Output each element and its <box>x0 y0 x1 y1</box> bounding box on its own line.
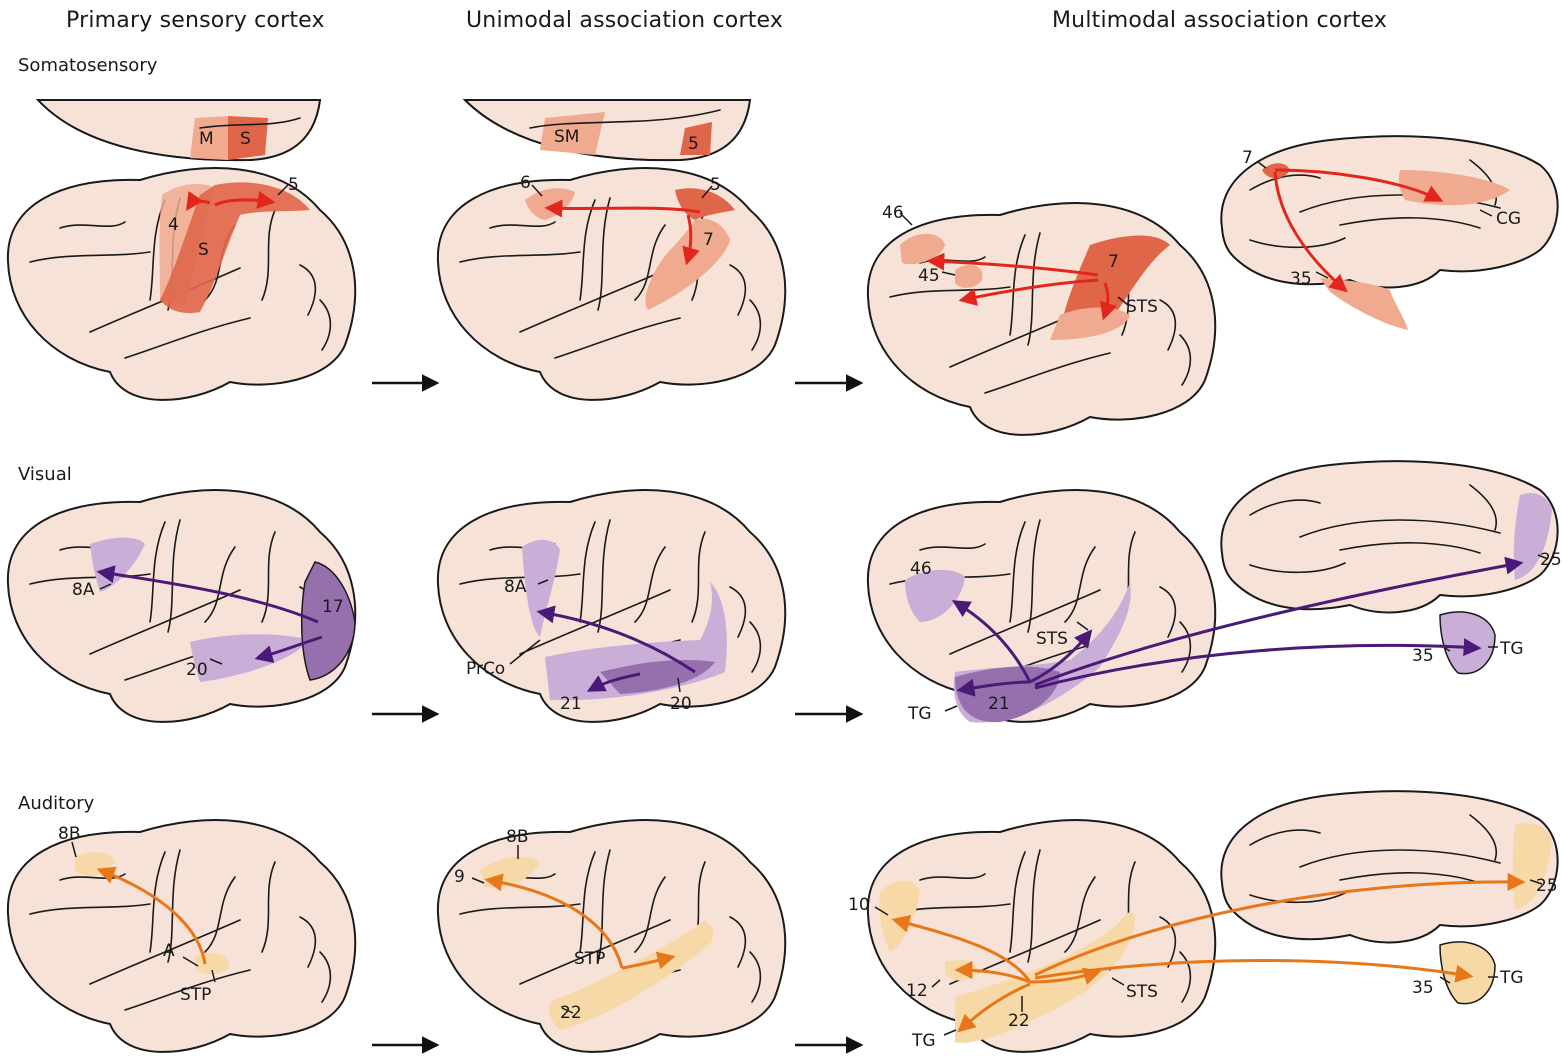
label-22: 22 <box>560 1003 582 1023</box>
label-25: 25 <box>1540 550 1562 570</box>
label-STS: STS <box>1126 297 1158 317</box>
auditory-multimodal-lateral-view: 10 12 STS TG 22 <box>848 820 1215 1052</box>
label-22: 22 <box>1008 1011 1030 1031</box>
label-STS: STS <box>1036 629 1068 649</box>
label-21: 21 <box>988 694 1010 714</box>
label-TG-medial: TG <box>1499 968 1524 988</box>
visual-primary-lateral-view: 17 8A 20 <box>8 490 355 722</box>
somato-multimodal-medial-view: 7 CG 35 <box>1221 136 1557 330</box>
somato-multimodal-lateral-view: 46 45 7 STS <box>868 203 1215 435</box>
label-5: 5 <box>288 175 299 195</box>
label-4: 4 <box>168 215 179 235</box>
somato-unimodal-dorsal-view: SM 5 <box>465 100 750 160</box>
label-35: 35 <box>1412 646 1434 666</box>
label-STP: STP <box>180 985 211 1005</box>
label-35: 35 <box>1412 978 1434 998</box>
label-S: S <box>198 240 209 260</box>
label-TG: TG <box>911 1031 936 1051</box>
label-20: 20 <box>186 660 208 680</box>
label-7: 7 <box>1242 148 1253 168</box>
label-46: 46 <box>910 559 932 579</box>
label-7: 7 <box>703 230 714 250</box>
label-CG: CG <box>1496 209 1521 229</box>
label-6: 6 <box>520 173 531 193</box>
visual-multimodal-lateral-view: 46 STS TG 21 <box>868 490 1215 724</box>
somato-primary-dorsal-view: M S <box>38 100 320 160</box>
label-45: 45 <box>918 266 940 286</box>
label-21: 21 <box>560 694 582 714</box>
label-STP: STP <box>574 949 605 969</box>
label-9: 9 <box>454 867 465 887</box>
auditory-unimodal-lateral-view: 8B 9 STP 22 <box>438 820 785 1052</box>
label-46: 46 <box>882 203 904 223</box>
label-25: 25 <box>1536 876 1558 896</box>
label-SM: SM <box>554 127 579 147</box>
label-8B: 8B <box>506 827 528 847</box>
auditory-multimodal-medial-view: 25 35 TG <box>1221 791 1557 1003</box>
label-17: 17 <box>322 597 344 617</box>
visual-unimodal-lateral-view: 8A PrCo 21 20 <box>438 490 785 722</box>
label-8A: 8A <box>504 577 527 597</box>
label-TG-medial: TG <box>1499 639 1524 659</box>
label-M: M <box>199 129 214 149</box>
label-S-dorsal: S <box>240 129 251 149</box>
visual-multimodal-medial-view: 25 35 TG <box>1221 461 1561 673</box>
label-TG: TG <box>907 704 932 724</box>
label-12: 12 <box>906 981 928 1001</box>
label-5-dorsal: 5 <box>688 134 699 154</box>
label-5: 5 <box>710 175 721 195</box>
label-7: 7 <box>1108 252 1119 272</box>
label-PrCo: PrCo <box>466 659 505 679</box>
label-8A: 8A <box>72 580 95 600</box>
label-8B: 8B <box>58 824 80 844</box>
somato-unimodal-lateral-view: 6 5 7 <box>438 168 785 400</box>
somato-primary-lateral-view: 4 S 5 <box>8 168 355 400</box>
label-35: 35 <box>1290 269 1312 289</box>
label-20: 20 <box>670 694 692 714</box>
label-STS: STS <box>1126 982 1158 1002</box>
label-A: A <box>163 941 175 961</box>
label-10: 10 <box>848 895 870 915</box>
auditory-primary-lateral-view: 8B A STP <box>8 820 355 1052</box>
